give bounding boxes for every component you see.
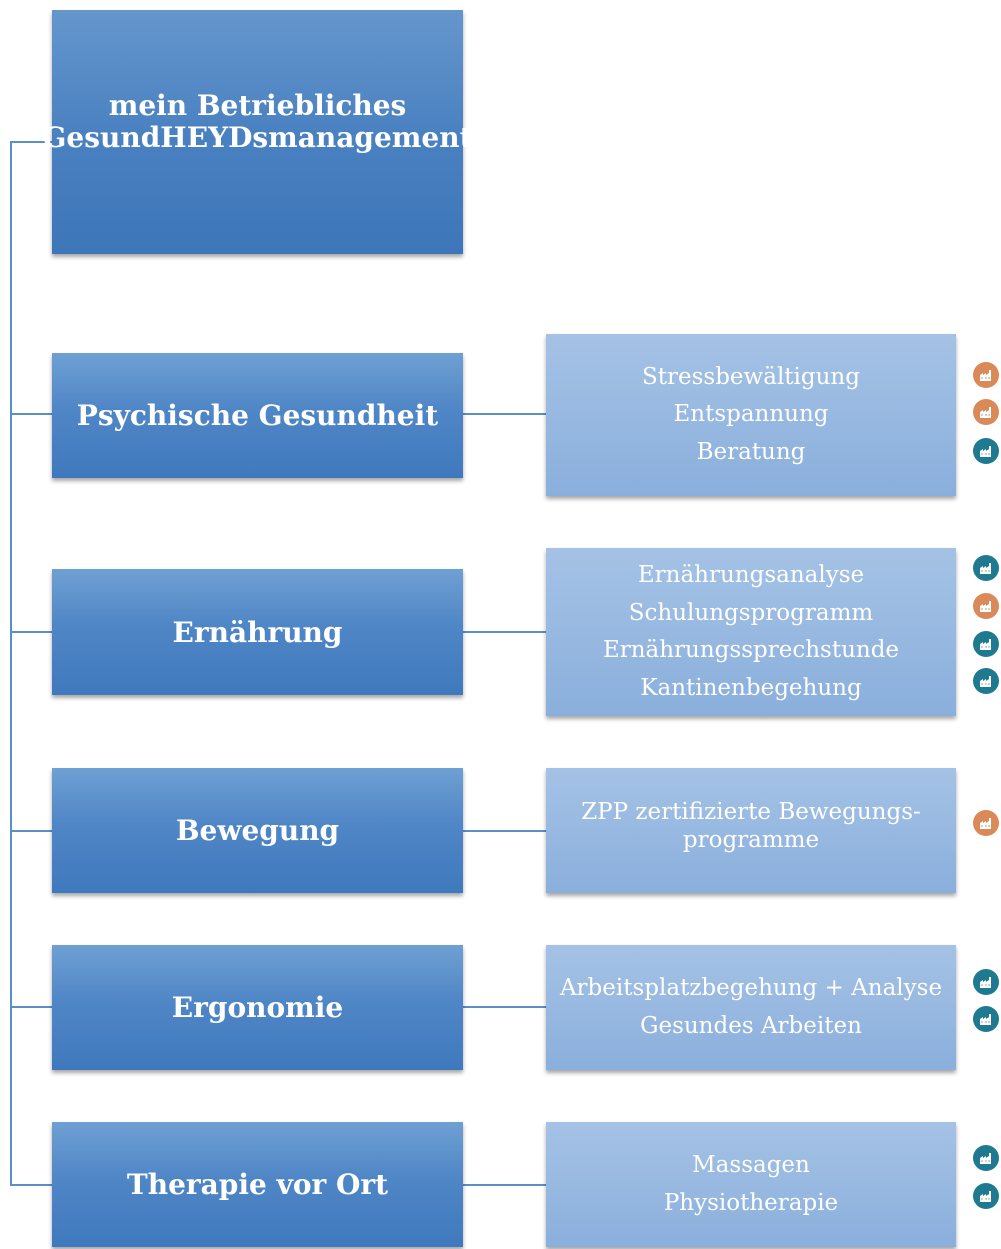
root-title: mein Betriebliches GesundHEYDsmanagement: [42, 89, 473, 154]
factory-icon: [973, 1006, 999, 1032]
category-ernaehrung: Ernährung: [52, 569, 463, 695]
factory-icon: [973, 1183, 999, 1209]
connector-ernaehrung: [10, 631, 52, 633]
connector-therapie-sub: [463, 1184, 546, 1186]
sub-item: Schulungsprogramm: [628, 599, 874, 626]
sub-item: Kantinenbegehung: [640, 674, 862, 701]
factory-icon: [973, 810, 999, 836]
sub-item: Arbeitsplatzbegehung + Analyse: [559, 975, 943, 1001]
sub-box-bewegung: ZPP zertifizierte Bewegungs-programme: [546, 768, 956, 893]
factory-icon: [973, 631, 999, 657]
root-box: mein Betriebliches GesundHEYDsmanagement: [43, 10, 473, 254]
sub-item: Stressbewältigung: [642, 363, 860, 390]
factory-icon: [973, 593, 999, 619]
connector-ergonomie-sub: [463, 1006, 546, 1008]
factory-icon: [973, 438, 999, 464]
factory-icon: [973, 1145, 999, 1171]
sub-item: Ernährungssprechstunde: [602, 637, 900, 663]
connector-psyche-sub: [463, 413, 546, 415]
category-ergonomie: Ergonomie: [52, 945, 463, 1070]
category-psychische-gesundheit: Psychische Gesundheit: [52, 353, 463, 478]
sub-box-ergonomie: Arbeitsplatzbegehung + Analyse Gesundes …: [546, 945, 956, 1070]
sub-item: Massagen: [692, 1152, 810, 1178]
sub-box-therapie-vor-ort: Massagen Physiotherapie: [546, 1122, 956, 1247]
category-label: Psychische Gesundheit: [76, 399, 439, 432]
category-bewegung: Bewegung: [52, 768, 463, 893]
factory-icon: [973, 668, 999, 694]
category-label: Therapie vor Ort: [126, 1168, 389, 1201]
sub-item: Ernährungsanalyse: [637, 562, 865, 588]
category-label: Bewegung: [175, 814, 340, 847]
sub-item: Beratung: [696, 438, 806, 465]
factory-icon: [973, 969, 999, 995]
connector-ergonomie: [10, 1006, 52, 1008]
sub-box-psychische-gesundheit: Stressbewältigung Entspannung Beratung: [546, 334, 956, 496]
connector-psyche: [10, 413, 52, 415]
sub-box-ernaehrung: Ernährungsanalyse Schulungsprogramm Ernä…: [546, 548, 956, 716]
category-label: Ergonomie: [171, 991, 344, 1024]
category-therapie-vor-ort: Therapie vor Ort: [52, 1122, 463, 1247]
connector-bewegung: [10, 830, 52, 832]
factory-icon: [973, 399, 999, 425]
connector-therapie: [10, 1184, 52, 1186]
sub-item: ZPP zertifizierte Bewegungs-programme: [581, 798, 921, 853]
factory-icon: [973, 362, 999, 388]
connector-ernaehrung-sub: [463, 631, 546, 633]
sub-item: Gesundes Arbeiten: [640, 1012, 862, 1039]
connector-vertical: [10, 142, 12, 1186]
sub-item: Physiotherapie: [663, 1189, 839, 1216]
sub-item: Entspannung: [673, 401, 829, 428]
connector-root: [10, 141, 52, 143]
category-label: Ernährung: [172, 615, 343, 649]
connector-bewegung-sub: [463, 830, 546, 832]
factory-icon: [973, 555, 999, 581]
